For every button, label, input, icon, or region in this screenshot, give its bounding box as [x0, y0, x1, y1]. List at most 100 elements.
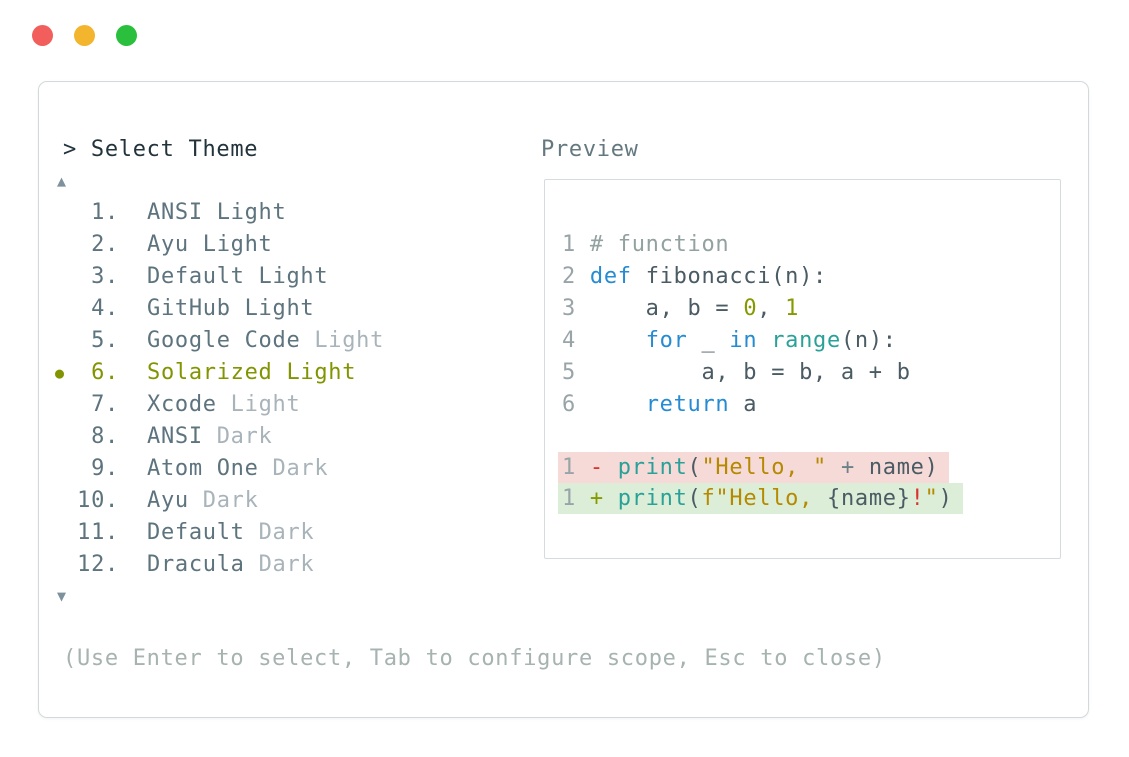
code-token: ": [924, 486, 939, 511]
theme-name: Ayu Light: [147, 232, 273, 257]
theme-name: Ayu: [147, 488, 189, 513]
theme-list-item[interactable]: 2. Ayu Light: [49, 229, 384, 261]
theme-list-item[interactable]: 10.Ayu Dark: [49, 485, 384, 517]
code-line: 4 for _ in range(n):: [562, 325, 1060, 357]
theme-picker-window: > Select Theme ▲ 1. ANSI Light 2. Ayu Light…: [38, 81, 1089, 718]
theme-list-item[interactable]: 1. ANSI Light: [49, 197, 384, 229]
theme-variant: Dark: [202, 424, 273, 449]
bullet-slot: [49, 485, 77, 517]
theme-list-item[interactable]: ●6.Solarized Light: [49, 357, 384, 389]
code-token: print: [617, 486, 688, 511]
theme-list-item[interactable]: 12. Dracula Dark: [49, 549, 384, 581]
line-number: 3: [562, 296, 576, 321]
code-token: range: [771, 328, 841, 353]
code-token: (: [687, 486, 702, 511]
selected-bullet-icon: ●: [55, 364, 65, 382]
line-number: 1: [562, 486, 576, 511]
code-token: [576, 264, 590, 289]
theme-number: 12.: [77, 552, 119, 577]
code-token: # function: [589, 232, 730, 257]
code-token: +: [589, 486, 618, 511]
theme-number: 3.: [91, 264, 119, 289]
theme-number: 7.: [91, 392, 119, 417]
theme-number: 4.: [91, 296, 119, 321]
minimize-button[interactable]: [74, 25, 95, 46]
theme-variant: Light: [216, 392, 301, 417]
code-token: a: [729, 392, 758, 417]
scroll-up-icon[interactable]: ▲: [57, 172, 67, 190]
theme-name: Default: [147, 520, 245, 545]
theme-name: Xcode: [147, 392, 217, 417]
theme-number: 9.: [91, 456, 119, 481]
code-token: {name}: [827, 486, 911, 511]
code-token: 0: [743, 296, 758, 321]
theme-list-item[interactable]: 8.ANSI Dark: [49, 421, 384, 453]
theme-list-item[interactable]: 5.Google Code Light: [49, 325, 384, 357]
theme-list-item[interactable]: 4. GitHub Light: [49, 293, 384, 325]
preview-label: Preview: [541, 137, 639, 162]
theme-number: 2.: [91, 232, 119, 257]
code-token: [590, 328, 646, 353]
theme-number: 1.: [91, 200, 119, 225]
code-token: [576, 328, 590, 353]
code-token: f"Hello,: [701, 486, 827, 511]
bullet-slot: [49, 293, 77, 325]
code-token: print: [617, 455, 688, 480]
code-token: for: [645, 328, 688, 353]
code-token: in: [729, 328, 758, 353]
theme-name: Dracula: [147, 552, 245, 577]
code-token: _: [687, 328, 730, 353]
code-token: -: [589, 455, 618, 480]
theme-list-item[interactable]: 3. Default Light: [49, 261, 384, 293]
line-number: 2: [562, 264, 576, 289]
line-number: 1: [562, 455, 576, 480]
code-token: [576, 296, 590, 321]
bullet-slot: [49, 229, 77, 261]
code-token: "Hello, ": [701, 455, 827, 480]
bullet-slot: [49, 517, 77, 549]
zoom-button[interactable]: [116, 25, 137, 46]
close-button[interactable]: [32, 25, 53, 46]
code-token: a, b =: [589, 296, 744, 321]
code-line: 6 return a: [562, 389, 1060, 421]
code-token: [576, 392, 590, 417]
code-token: name): [854, 455, 939, 480]
code-token: [576, 486, 590, 511]
bullet-slot: [49, 197, 77, 229]
code-token: [827, 455, 841, 480]
theme-name: Default Light: [147, 264, 329, 289]
line-number: 6: [562, 392, 576, 417]
code-line: 5 a, b = b, a + b: [562, 357, 1060, 389]
theme-variant: Dark: [258, 456, 329, 481]
theme-number: 6.: [91, 360, 119, 385]
code-token: !: [910, 486, 925, 511]
line-number: 5: [562, 360, 576, 385]
theme-list-item[interactable]: 11.Default Dark: [49, 517, 384, 549]
bullet-slot: [49, 325, 77, 357]
theme-number: 8.: [91, 424, 119, 449]
theme-list: 1. ANSI Light 2. Ayu Light 3. Default Light 4.…: [49, 197, 384, 581]
theme-name: GitHub Light: [147, 296, 315, 321]
code-blank-line: [562, 421, 1060, 452]
code-token: [757, 328, 771, 353]
line-number: 4: [562, 328, 576, 353]
bullet-slot: [49, 261, 77, 293]
bullet-slot: [49, 389, 77, 421]
code-token: +: [840, 455, 855, 480]
theme-variant: Light: [300, 328, 385, 353]
help-text: (Use Enter to select, Tab to configure s…: [63, 646, 886, 671]
scroll-down-icon[interactable]: ▼: [57, 587, 67, 605]
code-line: 3 a, b = 0, 1: [562, 293, 1060, 325]
theme-list-item[interactable]: 9.Atom One Dark: [49, 453, 384, 485]
select-theme-prompt[interactable]: > Select Theme: [63, 137, 259, 162]
bullet-slot: [49, 453, 77, 485]
theme-list-item[interactable]: 7. Xcode Light: [49, 389, 384, 421]
theme-variant: Dark: [244, 520, 315, 545]
code-token: ,: [757, 296, 786, 321]
theme-variant: Dark: [244, 552, 315, 577]
theme-number: 5.: [91, 328, 119, 353]
theme-name: ANSI Light: [147, 200, 287, 225]
code-token: [576, 360, 590, 385]
